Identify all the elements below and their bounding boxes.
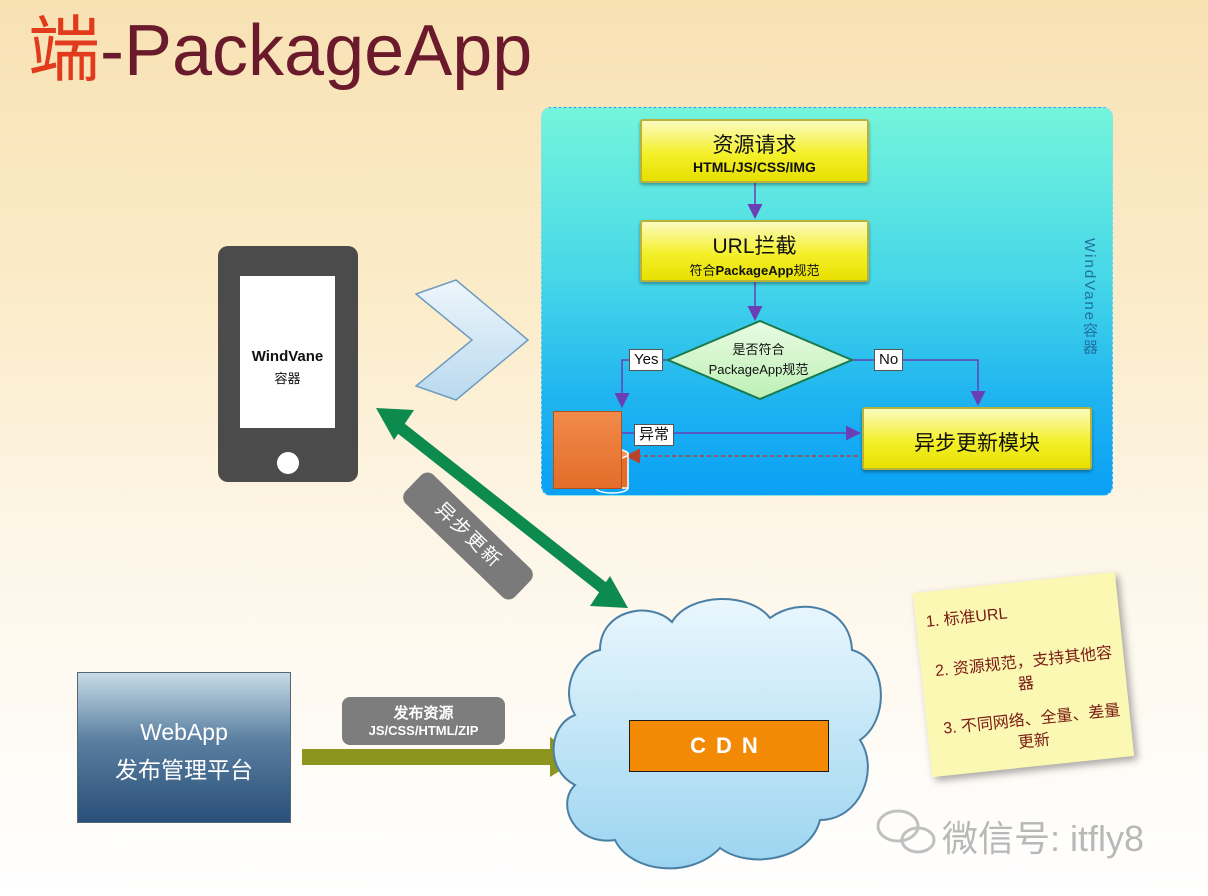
exception-tag: 异常 [634,424,675,446]
decision-text: 是否符合 PackageApp规范 [686,340,831,380]
page-title: 端-PackageApp [28,8,532,94]
cdn-box: CDN [629,720,829,772]
sticky-note-wrap: 1. 标准URL 2. 资源规范，支持其他容器 3. 不同网络、全量、差量更新 [912,571,1135,778]
panel-label: WindVane容器 [1081,238,1098,357]
phone-screen: WindVane 容器 [240,276,335,428]
note-item-1: 1. 标准URL [925,605,1009,631]
resource-request-box: 资源请求 HTML/JS/CSS/IMG [640,119,869,183]
no-tag: No [874,349,904,371]
phone-device: WindVane 容器 [218,246,358,482]
resource-request-subtitle: HTML/JS/CSS/IMG [693,159,816,175]
webapp-line2: 发布管理平台 [115,757,253,783]
publish-line2: JS/CSS/HTML/ZIP [368,723,479,738]
note-item-3: 3. 不同网络、全量、差量更新 [942,702,1122,752]
title-suffix: -PackageApp [100,11,533,91]
async-update-label: 异步更新模块 [914,432,1040,455]
sticky-note: 1. 标准URL 2. 资源规范，支持其他容器 3. 不同网络、全量、差量更新 [912,571,1135,778]
subtitle-bold: PackageApp [715,263,794,278]
title-prefix: 端 [28,11,101,91]
sync-double-arrow [376,408,628,608]
decision-line2: PackageApp规范 [708,362,809,377]
phone-line2: 容器 [274,371,301,386]
resource-request-title: 资源请求 [712,134,797,157]
decision-line1: 是否符合 [732,342,785,357]
phone-home-button [277,452,299,474]
subtitle-prefix: 符合 [689,263,716,278]
yes-tag: Yes [629,349,664,371]
note-item-2: 2. 资源规范，支持其他容器 [934,644,1114,694]
wechat-icon [876,809,936,854]
url-intercept-title: URL拦截 [712,235,797,258]
chevron-arrow-icon [414,279,530,401]
watermark-text: 微信号: itfly8 [942,818,1145,859]
arrow-no [852,359,986,406]
url-intercept-box: URL拦截 符合PackageApp规范 [640,220,869,282]
publish-line1: 发布资源 [393,705,454,722]
phone-line1: WindVane [251,348,324,365]
webapp-line1: WebApp [140,719,228,745]
publish-label: 发布资源 JS/CSS/HTML/ZIP [342,697,505,745]
async-update-module-box: 异步更新模块 [862,407,1092,470]
url-intercept-subtitle: 符合PackageApp规范 [642,260,867,279]
subtitle-suffix: 规范 [793,263,820,278]
webapp-platform-box: WebApp 发布管理平台 [77,672,291,823]
decision-diamond [665,319,855,401]
local-storage-box [553,411,622,489]
